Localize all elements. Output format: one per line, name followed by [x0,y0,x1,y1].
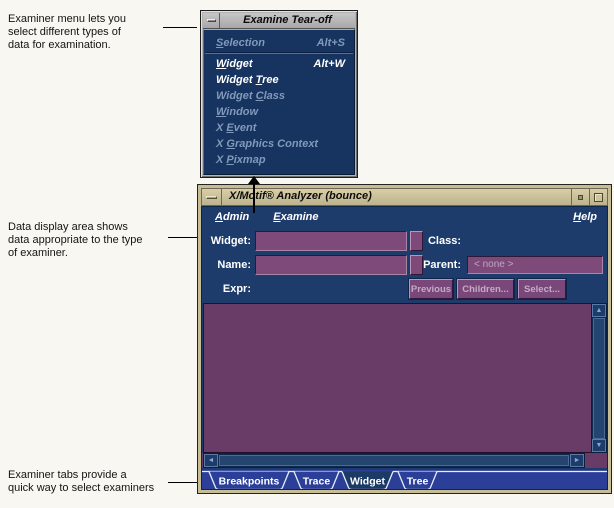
menu-item-widget-tree[interactable]: Widget Tree [204,72,354,88]
menubar-item-examine[interactable]: Examine [273,211,319,223]
select-button[interactable]: Select... [518,279,566,299]
menu-item-accelerator: Alt+W [313,58,345,70]
scroll-right-icon[interactable]: ► [570,454,584,467]
horizontal-scrollbar[interactable]: ◄ ► [203,453,585,468]
tearoff-titlebar[interactable]: Examine Tear-off [203,13,355,29]
parent-field-label: Parent: [423,259,461,271]
tab-trace-label: Trace [303,476,331,488]
menubar: Admin Examine Help [202,207,607,227]
annotation-pointer-line [163,27,197,28]
tab-breakpoints-label: Breakpoints [219,476,280,488]
menu-item-label: Window [216,106,259,118]
menu-item-label: Selection [216,37,265,49]
widget-field-label: Widget: [210,235,251,247]
analyzer-content: Admin Examine Help Widget: Class: Name: … [201,206,608,490]
data-display-zone: ▲ ▼ [202,303,607,453]
annotation-data-display: Data display area shows data appropriate… [8,221,143,259]
analyzer-titlebar[interactable]: X/Motif® Analyzer (bounce) [201,188,608,206]
menu-item-label: Widget [216,58,253,70]
minimize-button[interactable] [571,189,589,205]
window-menu-dash-icon [206,19,216,22]
data-display-area [203,303,592,453]
tab-widget[interactable] [341,471,394,490]
tearoff-title: Examine Tear-off [243,14,332,26]
expr-field-label: Expr: [222,283,251,295]
tab-trace[interactable] [293,471,340,490]
menu-item-widget[interactable]: Widget Alt+W [204,56,354,72]
menu-item-label: Widget Tree [216,74,279,86]
menu-item-x-graphics-context[interactable]: X Graphics Context [204,136,354,152]
class-field-label: Class: [427,235,461,247]
children-button[interactable]: Children... [457,279,514,299]
scroll-down-icon[interactable]: ▼ [592,439,606,452]
menu-item-x-event[interactable]: X Event [204,120,354,136]
menu-separator [205,52,353,54]
menu-item-accelerator: Alt+S [316,37,345,49]
horizontal-scroll-zone: ◄ ► [202,453,607,468]
widget-input[interactable] [255,231,407,251]
annotation-pointer-line [168,482,197,483]
tearoff-menu-panel: Selection Alt+S Widget Alt+W Widget Tree… [203,29,355,175]
menu-item-label: X Event [216,122,257,134]
examiner-tabbar: Breakpoints Trace Widget Tree [202,470,607,490]
menu-item-selection[interactable]: Selection Alt+S [204,35,354,51]
menu-item-label: Widget Class [216,90,285,102]
name-field-label: Name: [217,259,251,271]
vertical-scrollbar-thumb[interactable] [593,318,605,439]
vertical-scrollbar[interactable]: ▲ ▼ [591,303,607,453]
scroll-up-icon[interactable]: ▲ [592,304,606,317]
maximize-button[interactable] [589,189,607,205]
tab-widget-label: Widget [350,476,385,488]
tearoff-menu-window: Examine Tear-off Selection Alt+S Widget … [200,10,358,178]
scroll-left-icon[interactable]: ◄ [204,454,218,467]
annotation-examiner-menu: Examiner menu lets you select different … [8,13,126,51]
minimize-dot-icon [578,194,583,200]
menubar-item-admin[interactable]: Admin [215,211,250,223]
menu-item-label: X Pixmap [216,154,266,166]
annotation-examiner-tabs: Examiner tabs provide a quick way to sel… [8,469,155,494]
menubar-item-help[interactable]: Help [573,211,597,223]
name-history-button[interactable] [410,255,423,275]
analyzer-window: X/Motif® Analyzer (bounce) Admin Examine… [197,184,612,494]
menu-item-label: X Graphics Context [216,138,319,150]
menu-item-window[interactable]: Window [204,104,354,120]
previous-button[interactable]: Previous [409,279,453,299]
menu-item-x-pixmap[interactable]: X Pixmap [204,152,354,168]
tab-breakpoints[interactable] [208,471,290,490]
tab-tree[interactable] [397,471,438,490]
examiner-form: Widget: Class: Name: Parent: < none > Ex… [202,227,607,303]
annotation-pointer-line [168,237,197,238]
name-input[interactable] [255,255,407,275]
menu-item-widget-class[interactable]: Widget Class [204,88,354,104]
maximize-square-icon [594,192,603,202]
tearoff-arrow-head-icon [248,176,260,184]
window-menu-button[interactable] [203,13,220,28]
tab-tree-label: Tree [407,476,429,488]
window-menu-button[interactable] [202,189,222,205]
parent-value-field[interactable]: < none > [467,256,603,274]
widget-history-button[interactable] [410,231,423,251]
analyzer-title: X/Motif® Analyzer (bounce) [229,190,372,202]
window-menu-dash-icon [206,195,217,199]
horizontal-scrollbar-thumb[interactable] [219,455,569,466]
tearoff-arrow-line [253,184,255,213]
